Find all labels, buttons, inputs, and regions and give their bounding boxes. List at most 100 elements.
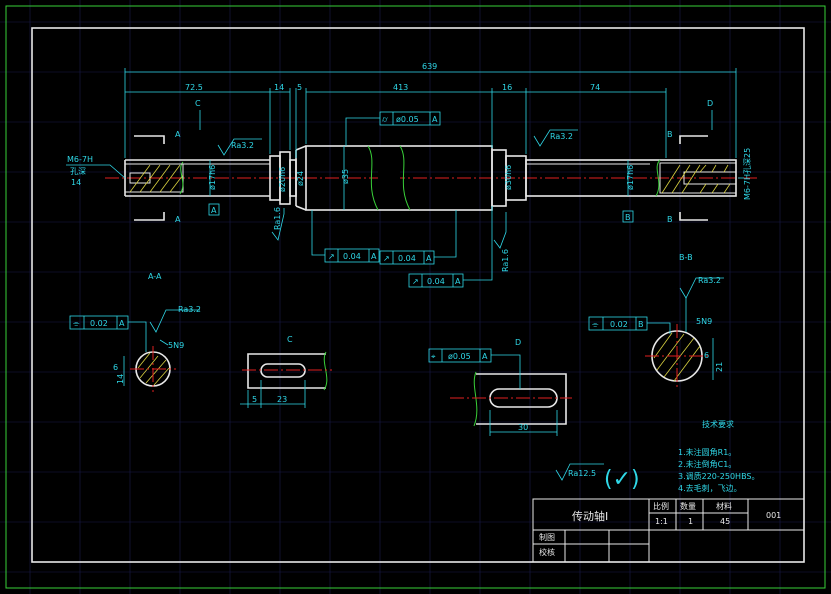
- view-d-marker: D: [707, 99, 713, 108]
- drawn-by-label: 制图: [539, 532, 555, 542]
- view-c-dim-b: 23: [277, 395, 287, 404]
- technical-requirements: 技术要求 1.未注圆角R1。 2.未注倒角C1。 3.调质220-250HBS。…: [678, 419, 760, 493]
- section-a-top-label: A: [175, 130, 181, 139]
- aa-roughness: Ra3.2: [178, 305, 201, 314]
- runout2-value: 0.04: [398, 254, 416, 263]
- runout3-datum: A: [455, 277, 461, 286]
- scale-value: 1:1: [655, 517, 668, 526]
- aa-sym-datum: A: [119, 319, 125, 328]
- d-pos-symbol: ⌖: [431, 352, 436, 361]
- general-roughness-mark: (✓): [604, 467, 640, 492]
- datum-b-label: B: [625, 213, 631, 222]
- dim-left-end: 72.5: [185, 83, 203, 92]
- bb-sym-symbol: ⌯: [592, 320, 599, 329]
- view-c-marker: C: [195, 99, 201, 108]
- checked-by-label: 校核: [539, 547, 555, 557]
- roughness-fillet: Ra1.6: [273, 207, 282, 230]
- general-roughness-value: Ra12.5: [568, 469, 596, 478]
- d-pos-datum: A: [482, 352, 488, 361]
- dia-collar: ø24: [296, 171, 305, 186]
- aa-dim-depth: 14: [116, 374, 125, 384]
- drawing-no: 001: [766, 511, 781, 520]
- view-d-dim-len: 30: [518, 423, 528, 432]
- dia-shoulder: ø20h6: [278, 167, 287, 192]
- tech-req-title: 技术要求: [702, 419, 734, 429]
- bb-sym-datum: B: [638, 320, 644, 329]
- right-thread-label: M6-7H孔深25: [743, 148, 752, 200]
- aa-dim-width: 6: [113, 363, 118, 372]
- runout2-datum: A: [426, 254, 432, 263]
- col-scale: 比例: [653, 501, 669, 511]
- diameter-labels: ø17h6 ø20h6 ø24 ø35 ø30h6 ø17h6: [208, 146, 635, 210]
- bb-dim-depth: 21: [715, 362, 724, 372]
- section-bb-title: B-B: [679, 253, 693, 262]
- roughness-left: Ra3.2: [231, 141, 254, 150]
- inner-border: [31, 27, 805, 563]
- top-dimensions: 639 72.5 14 5 413 16 74: [124, 62, 737, 158]
- col-qty: 数量: [680, 501, 696, 511]
- dia-bearing-seat: ø30h6: [504, 165, 513, 190]
- roughness-right: Ra3.2: [550, 132, 573, 141]
- cyl-datum: A: [432, 115, 438, 124]
- view-c-title: C: [287, 335, 293, 344]
- dia-main-body: ø35: [341, 169, 350, 184]
- general-roughness: Ra12.5 (✓): [555, 463, 640, 492]
- qty-value: 1: [688, 517, 693, 526]
- left-depth-label: 孔深: [70, 167, 86, 176]
- aa-fit: 5N9: [168, 341, 184, 350]
- section-bb: B-B ⌯ 0.02 B Ra3.2 5N9 6 21: [588, 253, 724, 388]
- outer-border: [5, 5, 826, 589]
- aa-sym-symbol: ⌯: [73, 319, 80, 328]
- runout1-symbol: ↗: [328, 252, 335, 261]
- section-b-top-label: B: [667, 130, 673, 139]
- datum-boxes: A B: [208, 203, 634, 223]
- dim-shoulder: 14: [274, 83, 284, 92]
- part-name: 传动轴I: [572, 509, 608, 523]
- d-pos-value: ø0.05: [448, 352, 471, 361]
- section-b-bottom-label: B: [667, 215, 673, 224]
- view-d: D ⌖ ø0.05 A 30: [428, 338, 572, 436]
- tech-req-item-1: 1.未注圆角R1。: [678, 447, 736, 457]
- roughness-step: Ra1.6: [501, 249, 510, 272]
- view-c-dim-a: 5: [252, 395, 257, 404]
- view-c: C 5 23: [240, 335, 332, 408]
- section-aa: A-A ⌯ 0.02 A Ra3.2 5N9 6 14: [69, 272, 201, 392]
- dim-middle: 413: [393, 83, 408, 92]
- material-value: 45: [720, 517, 730, 526]
- datum-a-label: A: [211, 206, 217, 215]
- title-block: 传动轴I 比例 数量 材料 1:1 1 45 001 制图 校核: [532, 498, 805, 563]
- runout1-value: 0.04: [343, 252, 361, 261]
- cyl-value: ø0.05: [396, 115, 419, 124]
- runout3-symbol: ↗: [412, 277, 419, 286]
- cyl-symbol: ⌭: [382, 115, 388, 124]
- col-material: 材料: [716, 501, 732, 511]
- runout1-datum: A: [371, 252, 377, 261]
- view-d-title: D: [515, 338, 521, 347]
- dim-right-end: 74: [590, 83, 600, 92]
- runout2-symbol: ↗: [383, 254, 390, 263]
- bb-dim-width: 6: [704, 351, 709, 360]
- dia-left-end: ø17h6: [208, 165, 217, 190]
- tech-req-item-2: 2.未注倒角C1。: [678, 459, 736, 469]
- tech-req-item-4: 4.去毛刺，飞边。: [678, 483, 742, 493]
- end-thread-labels: M6-7H 孔深 14 M6-7H孔深25: [66, 148, 752, 200]
- bb-roughness: Ra3.2: [698, 276, 721, 285]
- section-a-bottom-label: A: [175, 215, 181, 224]
- bb-fit: 5N9: [696, 317, 712, 326]
- dia-right-end: ø17h6: [626, 165, 635, 190]
- left-thread-label: M6-7H: [67, 155, 93, 164]
- main-roughness-symbols: Ra3.2 Ra3.2 Ra1.6 Ra1.6: [217, 129, 578, 272]
- dim-collar: 16: [502, 83, 512, 92]
- aa-sym-value: 0.02: [90, 319, 108, 328]
- section-aa-title: A-A: [148, 272, 162, 281]
- dim-overall-length: 639: [422, 62, 437, 71]
- section-markers: A A B B C D: [134, 99, 713, 224]
- left-depth-value: 14: [71, 178, 81, 187]
- bb-sym-value: 0.02: [610, 320, 628, 329]
- tech-req-item-3: 3.调质220-250HBS。: [678, 471, 760, 481]
- dim-groove: 5: [297, 83, 302, 92]
- runout3-value: 0.04: [427, 277, 445, 286]
- shaft-main-view: [105, 145, 760, 211]
